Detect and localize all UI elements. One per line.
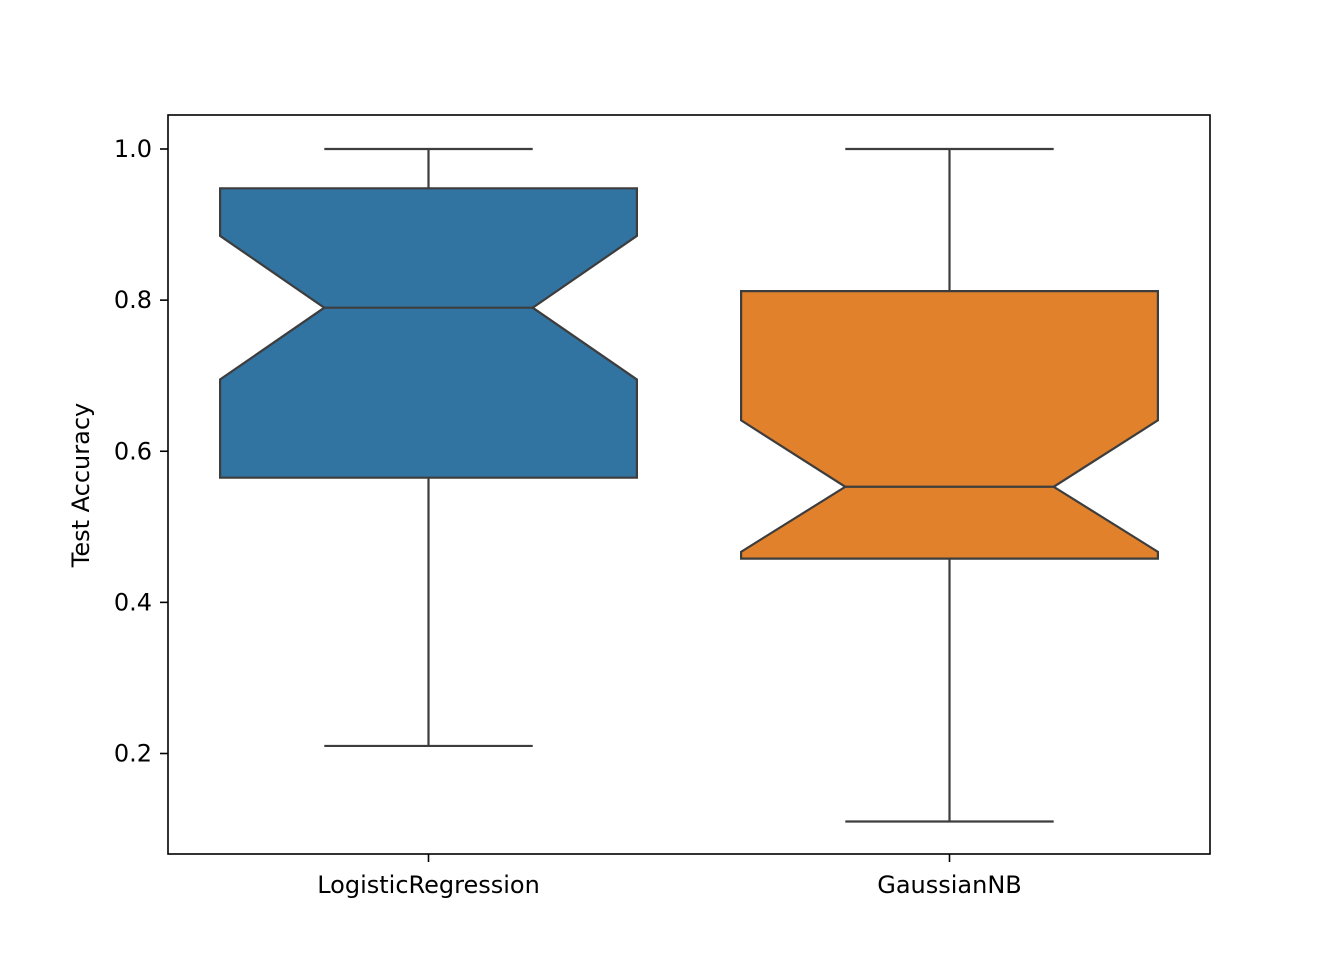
y-tick-label: 0.4	[114, 588, 152, 616]
box-group-GaussianNB	[739, 147, 1160, 823]
x-tick-label: GaussianNB	[877, 871, 1022, 899]
box-group-LogisticRegression	[219, 147, 639, 748]
y-axis-label: Test Accuracy	[67, 403, 95, 568]
y-tick-label: 1.0	[114, 135, 152, 163]
y-tick-label: 0.8	[114, 286, 152, 314]
x-tick-label: LogisticRegression	[317, 871, 540, 899]
notched-box	[219, 187, 639, 479]
plot-area	[219, 147, 1160, 823]
notched-box	[739, 290, 1160, 560]
y-tick-label: 0.2	[114, 740, 152, 768]
x-axis: LogisticRegression GaussianNB	[317, 854, 1022, 899]
y-axis: 0.2 0.4 0.6 0.8 1.0	[114, 135, 168, 768]
plot-frame	[167, 114, 1211, 855]
y-tick-label: 0.6	[114, 437, 152, 465]
